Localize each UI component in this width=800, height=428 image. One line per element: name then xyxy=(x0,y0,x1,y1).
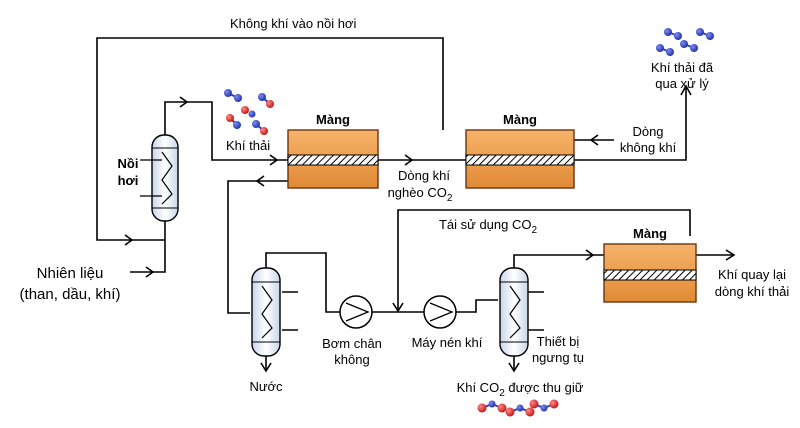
lean-stream-label-text: nghèo CO xyxy=(388,185,447,200)
boiler-exhaust-arrow-1 xyxy=(179,96,189,108)
fuel-line xyxy=(130,208,166,273)
air-stream-label-line2: không khí xyxy=(620,140,677,155)
air-stream-label-line1: Dòng xyxy=(632,124,663,139)
boiler-label-line1: Nồi xyxy=(118,156,139,171)
captured-co2-molecules-icon xyxy=(477,399,559,417)
condenser-to-membrane3-arrow xyxy=(585,249,595,261)
reuse-co2-label-text: Tái sử dụng CO xyxy=(439,217,532,232)
lean-stream-label-line2: nghèo CO2 xyxy=(388,185,453,204)
vacuum-pump-label-line1: Bơm chân xyxy=(322,336,382,351)
exhaust-molecules-icon xyxy=(224,89,274,135)
water-outlet-arrow xyxy=(260,362,272,373)
air-to-boiler-arrow xyxy=(124,234,134,246)
water-separator-column xyxy=(251,267,281,357)
boiler-column xyxy=(140,134,179,222)
fuel-label-line2: (than, dầu, khí) xyxy=(20,286,121,303)
vacuum-pump-label-line2: không xyxy=(334,352,369,367)
treated-exhaust-arrow xyxy=(680,84,692,96)
membrane-2 xyxy=(465,129,575,189)
treated-exhaust-line xyxy=(574,88,687,161)
water-label: Nước xyxy=(249,379,283,394)
boiler-exhaust-arrow-2 xyxy=(269,154,279,166)
reuse-loop-line xyxy=(397,209,691,312)
exhaust-label: Khí thải xyxy=(226,138,270,153)
fuel-label-line1: Nhiên liệu xyxy=(37,265,104,282)
reuse-loop-arrow xyxy=(392,302,404,313)
compressor-to-condenser-line xyxy=(456,299,498,313)
captured-co2-label-prefix: Khí CO xyxy=(457,380,500,395)
membrane-1 xyxy=(287,129,379,189)
membrane-1-label: Màng xyxy=(316,112,350,127)
return-gas-arrow xyxy=(725,249,736,261)
captured-co2-label-subscript: 2 xyxy=(499,388,505,399)
air-to-boiler-line xyxy=(96,37,444,241)
captured-co2-label: Khí CO2 được thu giữ xyxy=(457,380,584,399)
lean-stream-arrow xyxy=(404,154,414,166)
column-to-pump-line xyxy=(265,252,340,313)
condenser-to-membrane3-line xyxy=(513,254,604,268)
treated-exhaust-label-line1: Khí thải đã xyxy=(651,60,714,75)
captured-co2-label-suffix: được thu giữ xyxy=(505,380,584,395)
treated-exhaust-label-line2: qua xử lý xyxy=(655,76,709,91)
treated-exhaust-molecules-icon xyxy=(656,28,714,56)
condenser-label-line2: ngưng tụ xyxy=(532,350,584,365)
boiler-label-line2: hơi xyxy=(118,173,139,188)
lean-stream-label-subscript: 2 xyxy=(447,193,453,204)
return-gas-label-line1: Khí quay lại xyxy=(718,267,786,282)
vacuum-pump xyxy=(339,295,373,329)
condenser-column xyxy=(499,267,529,357)
membrane-2-label: Màng xyxy=(503,112,537,127)
left-column-side-lines xyxy=(282,291,298,331)
membrane-3 xyxy=(603,243,697,303)
piping xyxy=(96,37,736,373)
reuse-co2-label: Tái sử dụng CO2 xyxy=(439,217,538,236)
reuse-co2-label-subscript: 2 xyxy=(531,225,537,236)
condenser-side-lines xyxy=(528,291,544,331)
permeate-arrow xyxy=(255,175,265,187)
sweep-air-arrow xyxy=(589,134,599,146)
captured-outlet-arrow xyxy=(508,362,520,373)
return-gas-label-line2: dòng khí thải xyxy=(715,284,790,299)
condenser-label-line1: Thiết bị xyxy=(537,334,580,349)
boiler-exhaust-line xyxy=(164,101,288,161)
air-to-boiler-label: Không khí vào nồi hơi xyxy=(230,16,356,31)
compressor xyxy=(423,295,457,329)
lean-stream-label-line1: Dòng khí xyxy=(398,168,450,183)
fuel-arrow xyxy=(145,266,155,278)
compressor-label: Máy nén khí xyxy=(412,335,483,350)
membrane-3-label: Màng xyxy=(633,226,667,241)
